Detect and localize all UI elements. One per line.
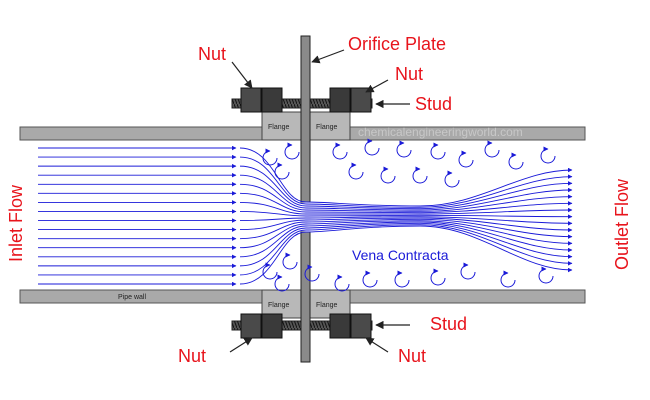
label-nut-bottom-left: Nut [178,346,206,366]
leader-nut-bottom-right [365,337,389,353]
eddy-swirl [430,142,446,160]
orifice-streamline [239,211,573,219]
nut-bottom-right-shape [329,313,351,339]
nut-top-left-shape [240,87,262,113]
eddy-swirl [304,264,320,282]
eddy-swirl [394,270,410,288]
eddy-swirl [262,148,278,166]
orifice-streamline [239,217,573,233]
eddy-swirl [262,262,278,280]
leader-nut-bottom-left [229,337,253,353]
nut-top-left-shape-2 [261,87,283,113]
label-flange-top-right: Flange [316,124,338,131]
label-stud-top: Stud [415,94,452,114]
label-nut-top-left: Nut [198,44,226,64]
eddy-swirl [538,266,554,284]
eddy-swirl [412,166,428,184]
eddy-swirl [540,146,556,164]
eddy-swirl [348,162,364,180]
label-outlet-flow: Outlet Flow [612,178,632,270]
eddy-swirl [396,140,412,158]
eddy-swirl [460,262,476,280]
eddy-swirl [380,166,396,184]
eddy-swirl [332,142,348,160]
orifice-streamline [239,192,573,214]
label-inlet-flow: Inlet Flow [6,184,26,262]
orifice-streamline [239,225,573,285]
orifice-streamline [239,222,573,267]
orifice-streamline [239,174,573,211]
orifice-streamline [239,218,573,240]
orifice-streamline [239,220,573,249]
eddy-swirl [274,274,290,292]
label-flange-bottom-right: Flange [316,302,338,309]
leader-orifice-plate [311,49,345,64]
nut-bottom-right-shape-2 [350,313,372,339]
orifice-streamline [239,221,573,258]
eddy-swirl [444,170,460,188]
orifice-plate-upper [300,35,311,203]
eddy-swirl [282,252,298,270]
orifice-streamline [239,224,573,276]
orifice-streamline [239,216,573,226]
eddy-swirl [484,140,500,158]
orifice-plate-lower [300,231,311,363]
eddy-swirl [284,142,300,160]
eddy-swirl [430,268,446,286]
orifice-streamline [239,156,573,208]
flow-eddies [262,138,556,292]
nut-bottom-left-shape-2 [261,313,283,339]
nut-top-right-shape-2 [350,87,372,113]
eddy-swirl [500,270,516,288]
label-stud-bottom: Stud [430,314,467,334]
eddy-swirl [362,270,378,288]
orifice-streamline [239,201,573,215]
orifice-streamline [239,183,573,212]
label-orifice-plate: Orifice Plate [348,34,446,54]
label-flange-top-left: Flange [268,124,290,131]
leader-nut-top-left [231,61,253,89]
label-nut-top-right: Nut [395,64,423,84]
leader-nut-top-right [365,79,389,93]
flow-streamlines [38,145,573,287]
eddy-swirl [458,150,474,168]
watermark-text: chemicalengineeringworld.com [358,125,523,139]
label-nut-bottom-right: Nut [398,346,426,366]
eddy-swirl [274,162,290,180]
label-pipe-wall: Pipe wall [118,294,146,301]
nut-top-right-shape [329,87,351,113]
eddy-swirl [364,138,380,156]
eddy-swirl [508,152,524,170]
nut-bottom-left-shape [240,313,262,339]
label-flange-bottom-left: Flange [268,302,290,309]
eddy-swirl [334,274,350,292]
label-vena-contracta: Vena Contracta [352,247,449,263]
orifice-streamline [239,165,573,210]
